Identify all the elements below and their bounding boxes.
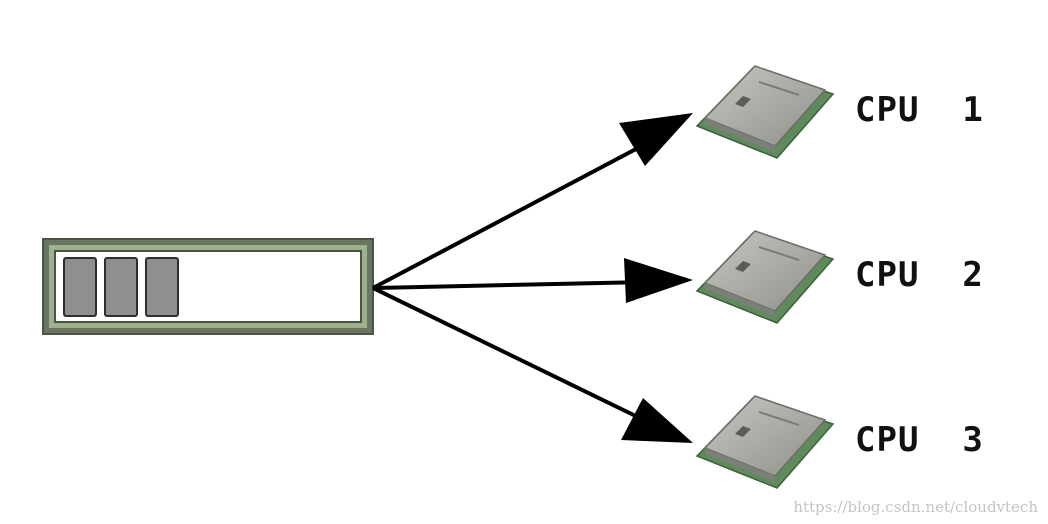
watermark: https://blog.csdn.net/cloudvtech: [793, 498, 1038, 516]
cpu-chip-icon: [695, 65, 835, 159]
arrow-head-icon: [621, 398, 693, 443]
queue-slot: [145, 257, 179, 317]
cpu-chips: [695, 65, 835, 489]
arrow-head-icon: [619, 113, 693, 166]
arrow-to-cpu-3: [372, 286, 653, 426]
cpu-chip-icon: [695, 395, 835, 489]
cpu-label-1: CPU 1: [855, 90, 984, 130]
arrow-head-icon: [624, 258, 693, 303]
cpu-label-3: CPU 3: [855, 420, 984, 460]
queue-box: [42, 238, 374, 335]
arrow-to-cpu-1: [372, 137, 656, 290]
queue-slot: [63, 257, 97, 317]
cpu-chip-icon: [695, 230, 835, 324]
arrows: [372, 113, 693, 443]
queue-slots: [63, 257, 179, 317]
cpu-label-2: CPU 2: [855, 255, 984, 295]
arrow-to-cpu-2: [372, 280, 649, 290]
queue-slot: [104, 257, 138, 317]
